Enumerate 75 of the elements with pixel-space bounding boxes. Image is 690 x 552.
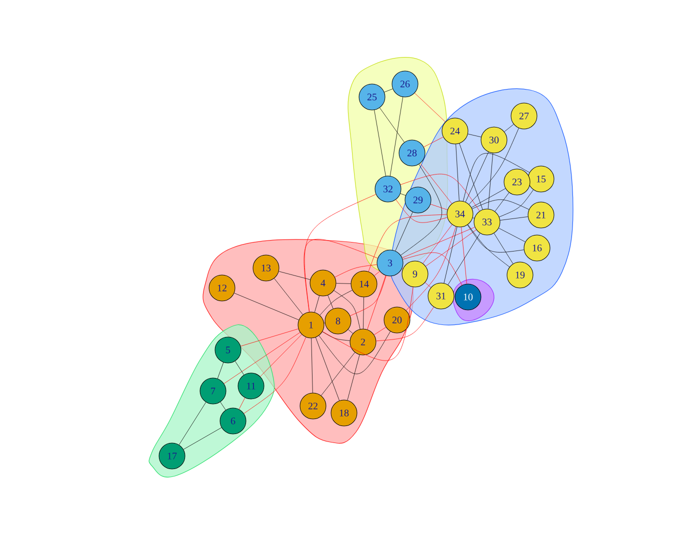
edge-line: [334, 290, 360, 330]
edge-line: [374, 327, 386, 335]
edge-line: [424, 282, 432, 288]
edge-line: [311, 338, 313, 393]
edge-line: [368, 214, 447, 272]
edge-line: [444, 226, 458, 284]
edge-line: [314, 296, 320, 312]
edge-line: [468, 128, 519, 204]
edge-line: [238, 398, 246, 410]
edge-line: [260, 334, 302, 377]
edge-line: [396, 199, 448, 223]
edge-line: [494, 233, 514, 264]
edge-line: [472, 199, 530, 210]
edge-line: [471, 188, 506, 208]
edge-line: [347, 354, 360, 400]
edge-line: [448, 233, 480, 285]
edge-line: [430, 204, 448, 210]
edge-line: [400, 193, 406, 196]
edge-line: [422, 224, 452, 264]
edge-line: [350, 275, 386, 316]
edge-line: [374, 110, 386, 176]
edge-line: [374, 271, 380, 276]
edge-line: [240, 328, 299, 346]
edge-line: [304, 194, 376, 312]
edge-line: [244, 337, 306, 414]
edge-line: [390, 96, 404, 176]
edge-line: [363, 297, 364, 329]
edge-line: [459, 143, 483, 210]
edge-line: [400, 174, 480, 212]
edge-line: [278, 271, 310, 280]
edge-line: [468, 134, 482, 138]
edge-line: [367, 275, 386, 330]
edge-line: [498, 228, 526, 242]
edge-line: [274, 278, 303, 315]
edge-line: [220, 402, 226, 410]
edge-line: [334, 264, 378, 278]
edge-line: [499, 190, 534, 218]
edge-line: [217, 362, 224, 379]
edge-line: [461, 226, 467, 284]
edge-line: [494, 192, 510, 212]
edge-line: [420, 163, 452, 204]
edge-line: [315, 337, 340, 401]
edge-line: [384, 88, 393, 92]
edge-line: [183, 427, 222, 450]
edge-line: [304, 239, 378, 312]
edge-line: [320, 290, 352, 316]
edge-line: [400, 164, 442, 256]
edge-line: [456, 144, 460, 201]
edge-line: [402, 252, 462, 286]
edge-line: [488, 153, 494, 209]
edge-line: [504, 124, 514, 132]
edge-line: [178, 402, 206, 445]
edge-line: [402, 226, 475, 258]
edge-line: [463, 153, 530, 202]
edge-line: [376, 306, 434, 342]
edge-line: [234, 360, 244, 376]
edge-line: [328, 295, 334, 309]
edge-line: [318, 331, 391, 374]
edge-line: [336, 283, 351, 284]
edge-line: [348, 329, 354, 334]
edge-line: [465, 152, 489, 202]
edge-line: [424, 136, 444, 148]
edge-line: [380, 108, 404, 142]
edge-line: [234, 292, 299, 320]
edge-line: [322, 286, 414, 361]
edge-line: [322, 332, 350, 341]
edge-line: [468, 224, 510, 268]
edge-line: [224, 332, 300, 384]
edge-line: [426, 230, 476, 266]
edge-line: [320, 352, 356, 396]
edge-line: [467, 224, 524, 252]
edge-line: [395, 212, 413, 252]
edge-line: [414, 92, 446, 122]
edge-line: [500, 216, 528, 220]
edge-line: [406, 226, 456, 311]
